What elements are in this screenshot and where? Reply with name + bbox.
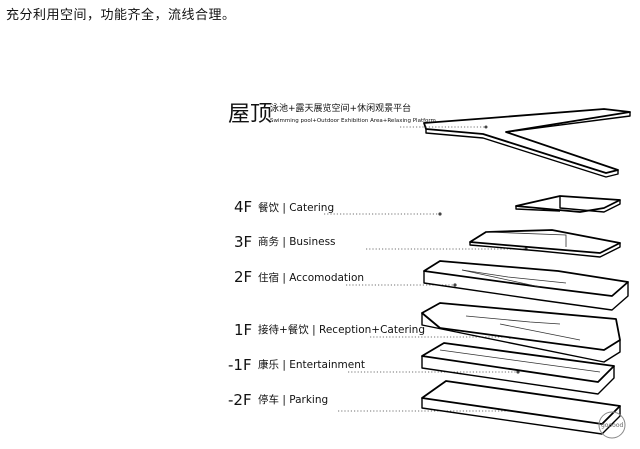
watermark-logo: gooood (598, 411, 626, 439)
roof-cn-label: 泳池+露天展览空间+休闲观景平台 (270, 102, 411, 114)
floor-slab-2f (423, 260, 629, 311)
floor-slab-b1f (421, 342, 615, 395)
roof-deck (400, 108, 631, 178)
floor-code-b1f: -1F (228, 356, 252, 374)
watermark-text: gooood (601, 422, 623, 429)
floor-slab-1f (421, 302, 621, 363)
floor-code-4f: 4F (234, 198, 252, 216)
floor-name-2f: 住宿 | Accomodation (258, 271, 364, 284)
roof-title: 屋顶 (228, 102, 272, 127)
floor-name-b1f: 康乐 | Entertainment (258, 358, 365, 371)
floor-name-3f: 商务 | Business (258, 235, 336, 248)
floor-code-3f: 3F (234, 233, 252, 251)
floor-code-b2f: -2F (228, 391, 252, 409)
floor-name-b2f: 停车 | Parking (258, 393, 328, 406)
roof-en-label: Swimming pool+Outdoor Exhibition Area+Re… (270, 118, 436, 124)
floor-slab-4f (515, 195, 621, 213)
page-caption: 充分利用空间，功能齐全，流线合理。 (6, 8, 236, 23)
floor-slab-b2f (421, 380, 621, 435)
floor-name-4f: 餐饮 | Catering (258, 201, 334, 214)
floor-code-2f: 2F (234, 268, 252, 286)
floor-code-1f: 1F (234, 321, 252, 339)
floor-name-1f: 接待+餐饮 | Reception+Catering (258, 323, 425, 336)
floor-slab-3f (469, 229, 621, 258)
